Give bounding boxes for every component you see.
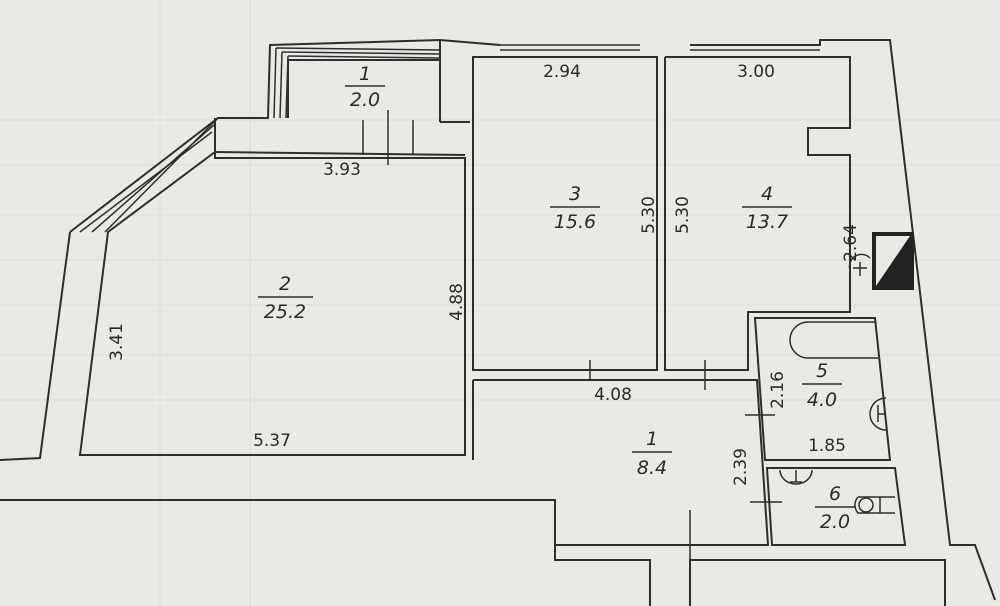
svg-text:1: 1 [359,63,371,85]
room-label-3: 3 15.6 [550,183,600,233]
dim-balcony-width: 3.93 [323,160,361,180]
svg-text:2.0: 2.0 [820,511,850,533]
room-label-hall: 1 8.4 [632,428,672,479]
windows [500,44,820,51]
dim-room2-right: 4.88 [447,283,467,321]
room-label-4: 4 13.7 [742,183,792,233]
dim-bath-width: 1.85 [808,436,846,456]
svg-text:4: 4 [761,183,773,205]
svg-text:25.2: 25.2 [264,301,306,323]
room-label-2: 2 25.2 [258,273,313,323]
dim-room2-bottom: 5.37 [253,431,291,451]
svg-text:13.7: 13.7 [746,211,788,233]
bath-outline [753,317,892,461]
svg-text:6: 6 [829,483,841,505]
room-4-outline [664,56,851,371]
svg-text:5: 5 [816,360,828,382]
svg-text:2: 2 [279,273,291,295]
dim-room4-height: 5.30 [673,196,693,234]
room-label-wc: 6 2.0 [815,483,855,533]
svg-text:15.6: 15.6 [554,211,596,233]
dim-hall-side: 2.39 [731,448,751,486]
room-3-outline [472,56,658,371]
svg-text:8.4: 8.4 [637,457,667,479]
dim-room4-side: 2.64 [841,224,861,262]
dim-room3-height: 5.30 [639,196,659,234]
svg-text:1: 1 [646,428,658,450]
dim-room3-width: 2.94 [543,62,581,82]
dim-bath-height: 2.16 [768,371,788,409]
dim-room4-width: 3.00 [737,62,775,82]
svg-text:2.0: 2.0 [350,89,380,111]
dim-room2-left: 3.41 [107,323,127,361]
hall-outline [473,379,770,546]
toilet-icon [858,497,874,513]
room-label-balcony: 1 2.0 [345,63,385,111]
wc-sink-icon [779,469,813,485]
bathtub-icon [789,321,878,359]
svg-text:3: 3 [569,183,581,205]
room-label-bath: 5 4.0 [802,360,842,411]
vent-shaft-icon [872,232,914,290]
svg-text:4.0: 4.0 [807,389,837,411]
wc-outline [765,467,907,546]
dim-hall-width: 4.08 [594,385,632,405]
sink-icon [869,397,887,431]
